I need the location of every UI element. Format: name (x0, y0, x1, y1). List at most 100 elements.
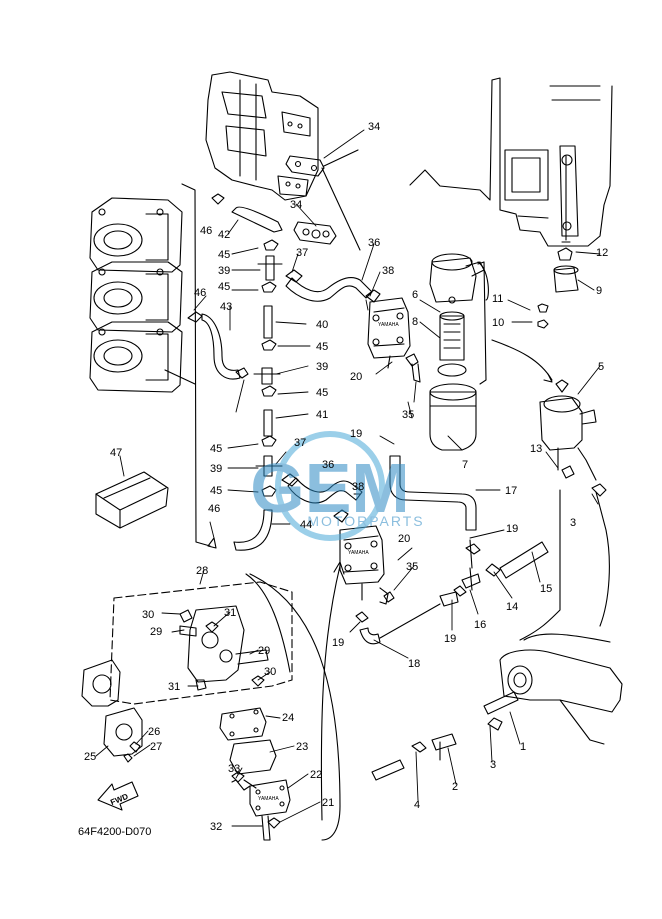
diagram-caption: 64F4200-D070 (78, 826, 152, 838)
callout: 30 (142, 609, 154, 621)
callout: 29 (258, 645, 270, 657)
fuel-pump-lower (333, 509, 395, 605)
carburetor-bottom (89, 321, 183, 393)
callout: 45 (218, 249, 230, 261)
callout: 46 (208, 503, 220, 515)
callout: 32 (210, 821, 222, 833)
callout: 4 (414, 799, 420, 811)
callout: 12 (596, 247, 608, 259)
callout: 46 (200, 225, 212, 237)
fwd-arrow (97, 781, 139, 811)
callout: 21 (322, 797, 334, 809)
callout: 25 (84, 751, 96, 763)
fuel-filter-assembly (429, 253, 489, 451)
fwd-label: FWD (109, 792, 129, 807)
lower-fittings (355, 539, 549, 645)
callout: 28 (196, 565, 208, 577)
callout: 31 (168, 681, 180, 693)
callout: 13 (530, 443, 542, 455)
callout: 29 (150, 626, 162, 638)
pump-label-upper: YAMAHA (378, 322, 399, 328)
callout: 39 (210, 463, 222, 475)
callout: 10 (492, 317, 504, 329)
cylinder-block-right (409, 77, 613, 247)
bracket-line-left (181, 183, 211, 547)
callout: 27 (150, 741, 162, 753)
callout: 47 (110, 447, 122, 459)
fuel-pump-upper (365, 289, 421, 383)
callout: 3 (570, 517, 576, 529)
callout: 6 (412, 289, 418, 301)
pump-labels: YAMAHA YAMAHA YAMAHA (258, 322, 399, 802)
callout: 38 (382, 265, 394, 277)
callout: 3 (490, 759, 496, 771)
callout: 23 (296, 741, 308, 753)
callout: 20 (350, 371, 362, 383)
callout: 44 (300, 519, 312, 531)
callout: 19 (350, 428, 362, 440)
callout: 35 (402, 409, 414, 421)
callout: 34 (368, 121, 380, 133)
callout: 20 (398, 533, 410, 545)
fuel-filter-right (537, 155, 607, 497)
callout: 33 (228, 763, 240, 775)
callout: 26 (148, 726, 160, 738)
callout: 45 (316, 387, 328, 399)
assembly-arrow-left (320, 565, 341, 821)
callout: 34 (290, 199, 302, 211)
callout: 43 (220, 301, 232, 313)
callout: 45 (210, 443, 222, 455)
carburetor-middle (89, 261, 183, 333)
callout: 39 (316, 361, 328, 373)
callout: 45 (210, 485, 222, 497)
watermark-sub: MOTORPARTS (307, 513, 424, 529)
callout: 22 (310, 769, 322, 781)
gasket-set (81, 659, 143, 763)
callout: 40 (316, 319, 328, 331)
callout: 2 (452, 781, 458, 793)
assembly-arrow-right (491, 339, 553, 381)
leader-lines (95, 129, 601, 827)
callout: 19 (332, 637, 344, 649)
part-47 (95, 471, 169, 529)
callout: 18 (408, 658, 420, 670)
callout: 45 (316, 341, 328, 353)
center-hose-assembly (187, 193, 283, 551)
callout: 35 (406, 561, 418, 573)
callout: 1 (520, 741, 526, 753)
callout: 14 (506, 601, 518, 613)
callout: 17 (505, 485, 517, 497)
callout: 38 (352, 481, 364, 493)
callout: 39 (218, 265, 230, 277)
cylinder-block-upper (205, 71, 319, 201)
callout: 11 (492, 293, 503, 305)
hose-17 (389, 455, 477, 531)
callout: 8 (412, 316, 418, 328)
callout: 37 (296, 247, 308, 259)
callout: 15 (540, 583, 552, 595)
callout: 16 (474, 619, 486, 631)
carburetor-top (89, 197, 183, 273)
callout: 30 (264, 666, 276, 678)
callout: 41 (316, 409, 328, 421)
hose-lower-36 (281, 473, 363, 504)
callout: 19 (444, 633, 456, 645)
callout: 7 (462, 459, 468, 471)
watermark-main: GEM (250, 449, 409, 527)
pump-diaphragm-parts (219, 707, 291, 841)
callout: 24 (282, 712, 294, 724)
pump-label-bottom: YAMAHA (258, 796, 279, 802)
watermark: GEM MOTORPARTS (250, 431, 424, 541)
callout: 46 (194, 287, 206, 299)
callout: 9 (596, 285, 602, 297)
callout: 5 (598, 361, 604, 373)
callout: 45 (218, 281, 230, 293)
engine-mount-bottom (499, 489, 623, 745)
callout: 37 (294, 437, 306, 449)
callout: 42 (218, 229, 230, 241)
plate-34 (285, 149, 361, 251)
carb-parts-box (109, 573, 293, 705)
pump-label-lower: YAMAHA (348, 550, 369, 556)
